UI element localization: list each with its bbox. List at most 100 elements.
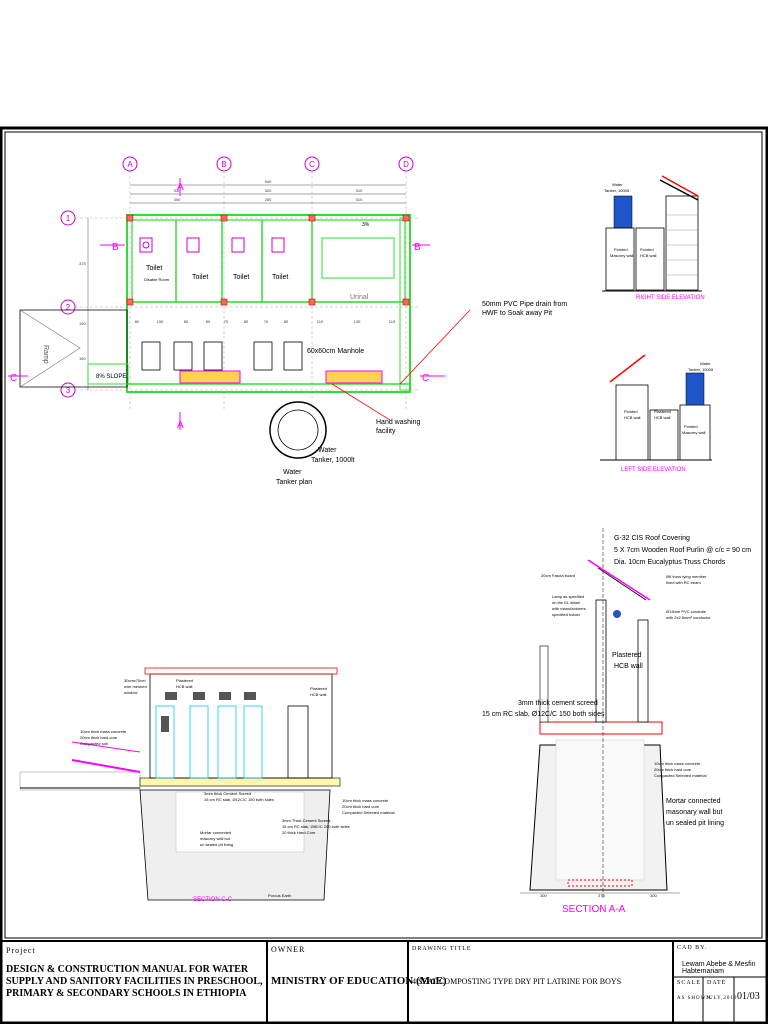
- cc-left-1: 10cm thick mass concrete: [80, 729, 127, 734]
- cc-window-1: 30cmx70cm: [124, 678, 146, 683]
- re-wall2-1: Pointed: [640, 247, 654, 252]
- grid-a: A: [127, 160, 133, 169]
- cc-mortar-1: Mortar connected: [200, 830, 231, 835]
- title-block: [1, 940, 767, 1023]
- room-toilet-2: Toilet: [192, 274, 208, 281]
- aa-fill-2: 20cm thick hard core: [654, 767, 692, 772]
- aa-roof-2: 5 X 7cm Wooden Roof Purlin @ c/c = 90 cm: [614, 547, 751, 554]
- cc-window-2: wire meshed: [124, 684, 147, 689]
- cc-left-3: Compacted soil: [80, 741, 108, 746]
- grid-2: 2: [66, 303, 71, 312]
- pipe-note-2: HWF to Soak away Pit: [482, 310, 552, 317]
- aa-screed-2: 15 cm RC slab, Ø12C/C 150 both sides: [482, 711, 605, 718]
- dim-b11: 115: [389, 319, 396, 324]
- le-tank-2: Tanker, 1000lt: [688, 367, 714, 372]
- cc-wall1-2: HCB wall: [176, 684, 193, 689]
- cad-label: CAD BY.: [677, 945, 708, 951]
- dim-b9: 110: [317, 319, 324, 324]
- grid-b: B: [221, 160, 226, 169]
- date-value: JULY,2019: [706, 996, 738, 1001]
- grid-c: C: [309, 160, 315, 169]
- section-a-a: G-32 CIS Roof Covering 5 X 7cm Wooden Ro…: [482, 528, 751, 915]
- dim-left-1: 375: [79, 261, 86, 266]
- room-toilet-1: Toilet: [146, 265, 162, 272]
- cc-left-2: 20cm thick hard core: [80, 735, 118, 740]
- section-aa-title: SECTION A-A: [562, 904, 626, 915]
- aa-lamp-1: Lamp as specified: [552, 594, 584, 599]
- dim-top-bc: 320: [265, 188, 272, 193]
- drawing-title: 4 SEAT COMPOSTING TYPE DRY PIT LATRINE F…: [412, 977, 622, 986]
- re-tank-2: Tanker, 1000lt: [604, 188, 630, 193]
- aa-truss-1: Ø6 truss tying member: [666, 574, 707, 579]
- cc-wall2-2: HCB wall: [310, 692, 327, 697]
- ramp-label: Ramp: [42, 345, 49, 364]
- dim-b3: 80: [184, 319, 189, 324]
- aa-roof-3: Dia. 10cm Eucalyptus Truss Chords: [614, 559, 726, 566]
- aa-screed-1: 3mm thick cement screed: [518, 700, 598, 707]
- left-side-elevation: Water Tanker, 1000lt Pointed HCB wall Pl…: [600, 354, 714, 473]
- dim-b10: 130: [354, 319, 361, 324]
- re-tank-1: Water: [612, 182, 623, 187]
- right-elevation-title: RIGHT SIDE ELEVATION: [636, 295, 705, 301]
- right-side-elevation: Water Tanker, 1000lt Pointed Masonry wal…: [602, 175, 705, 301]
- cc-wall1-1: Plastered: [176, 678, 193, 683]
- cc-screed-1: 3mm thick Cement Screed: [204, 791, 251, 796]
- cc-mortar-3: un sealed pit lining: [200, 842, 233, 847]
- aa-lamp-4: specified holder: [552, 612, 581, 617]
- scale-value: AS SHOWN: [677, 996, 711, 1001]
- cc-wall2-1: Plastered: [310, 686, 327, 691]
- date-label: DATE: [707, 980, 727, 986]
- manhole-label: 60x60cm Manhole: [307, 348, 364, 355]
- grid-3: 3: [66, 386, 71, 395]
- floor-plan: A B C D 1 2 3 940 330 320 310 300 280 31: [8, 156, 567, 486]
- grid-d: D: [403, 160, 409, 169]
- aa-wall-2: HCB wall: [614, 663, 643, 670]
- dim-left-3: 150: [79, 356, 86, 361]
- aa-lamp-3: with manufacturers: [552, 606, 586, 611]
- aa-mortar-1: Mortar connected: [666, 798, 721, 805]
- aa-dim-3: 100: [650, 893, 657, 898]
- dim-top-ab2: 300: [174, 197, 181, 202]
- cc-screed2-3: 20 thick Hard Core: [282, 830, 316, 835]
- tanker-plan-1: Water: [283, 469, 302, 476]
- sheet-number: 01/03: [737, 991, 760, 1002]
- le-wall2-2: HCB wall: [654, 415, 671, 420]
- scale-label: SCALE: [677, 980, 702, 986]
- dim-top-cd: 310: [356, 188, 363, 193]
- le-wall1-1: Pointed: [624, 409, 638, 414]
- cc-screed2-1: 3mm Thick Cement Screed: [282, 818, 330, 823]
- tanker-plan: [269, 401, 327, 459]
- section-cc-title: SECTION C-C: [193, 897, 233, 903]
- aa-fascia: 20cm Fascia board: [541, 573, 575, 578]
- grid-1: 1: [66, 214, 71, 223]
- project-label: Project: [6, 946, 36, 955]
- aa-conduit-2: with 2x2.5mm² conductor: [666, 615, 711, 620]
- sheet-frame: [0, 126, 768, 1025]
- hand-wash-1: Hand washing: [376, 419, 420, 426]
- pct-label: 3%: [362, 222, 370, 228]
- drawing-area-frame: [4, 131, 763, 939]
- cc-screed2-2: 15 cm RC slab, Ø8C/C 200 both sides: [282, 824, 350, 829]
- le-wall3-1: Pointed: [684, 424, 698, 429]
- re-wall1-1: Pointed: [614, 247, 628, 252]
- cc-right-3: Compacted Selected material: [342, 810, 395, 815]
- dim-top-total: 940: [265, 179, 272, 184]
- dim-b2: 150: [157, 319, 164, 324]
- dim-top-bc2: 280: [265, 197, 272, 202]
- cut-b-right: B: [414, 242, 421, 253]
- cc-mortar-2: masonry wall but: [200, 836, 231, 841]
- aa-roof-1: G-32 CIS Roof Covering: [614, 535, 690, 542]
- dim-b5: 70: [224, 319, 229, 324]
- owner-label: OWNER: [271, 945, 306, 954]
- aa-conduit-1: Ø13mm PVC conduite: [666, 609, 707, 614]
- room-toilet-4: Toilet: [272, 274, 288, 281]
- aa-mortar-3: un sealed pit lining: [666, 820, 724, 827]
- cut-a-bottom: A: [177, 420, 184, 431]
- cut-c-right: C: [422, 373, 429, 384]
- aa-dim-1: 100: [540, 893, 547, 898]
- le-wall2-1: Plastered: [654, 409, 671, 414]
- section-c-c: 30cmx70cm wire meshed window Plastered H…: [19, 667, 395, 903]
- dim-b8: 80: [284, 319, 289, 324]
- aa-dim-2: 270: [598, 893, 605, 898]
